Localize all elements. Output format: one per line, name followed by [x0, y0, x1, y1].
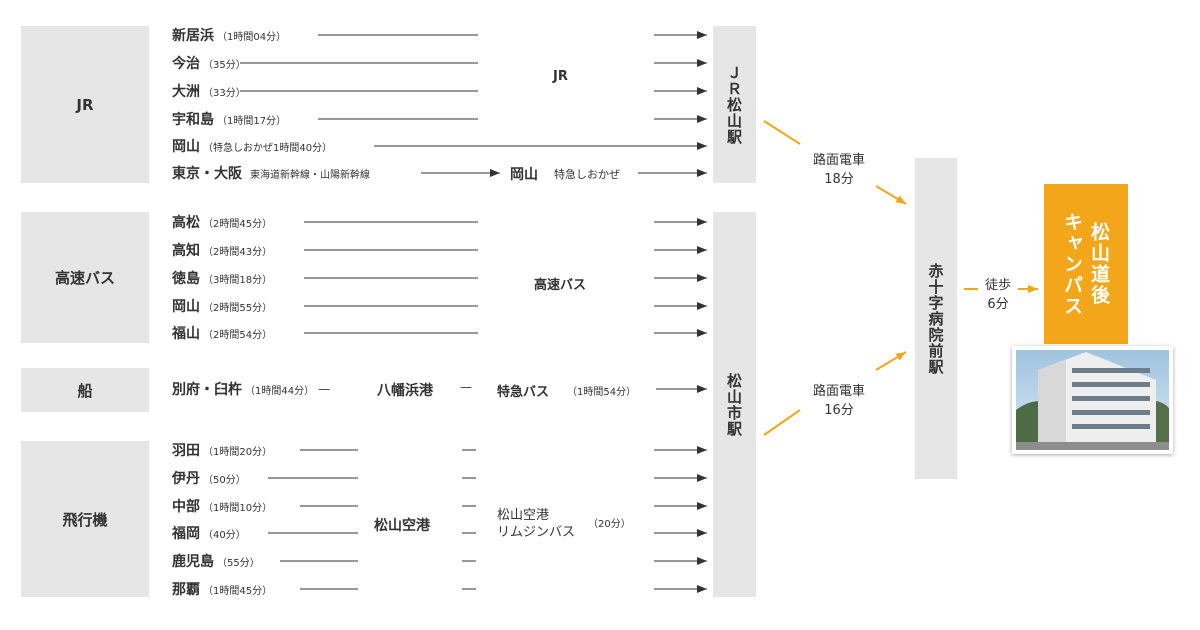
jr-row-okayama: 岡山（特急しおかぜ1時間40分）: [172, 136, 332, 156]
time-label: （1時間10分）: [203, 502, 273, 514]
walk-line1: 徒歩: [984, 278, 1011, 293]
origin-label: 宇和島: [172, 112, 214, 128]
station-jr-matsuyama: ＪＲ松山駅: [713, 26, 756, 183]
origin-label: 伊丹: [172, 471, 200, 487]
limousine-line1: 松山空港: [497, 508, 550, 523]
category-airplane-label: 飛行機: [62, 510, 108, 529]
origin-label: 徳島: [172, 271, 200, 287]
plane-row-itami: 伊丹（50分）: [172, 468, 246, 488]
origin-label: 今治: [172, 56, 200, 72]
express-bus-time-label: （1時間54分）: [567, 387, 637, 398]
category-jr-label: JR: [76, 95, 94, 114]
ship-row-beppu-usuki: 別府・臼杵 （1時間44分） —: [172, 379, 330, 399]
origin-label: 岡山: [172, 139, 200, 155]
category-airplane: 飛行機: [21, 441, 149, 597]
category-highway-bus-label: 高速バス: [54, 269, 115, 287]
origin-label: 福岡: [172, 526, 200, 542]
origin-label: 東京・大阪: [172, 166, 242, 182]
plane-row-haneda: 羽田（1時間20分）: [172, 440, 272, 460]
origin-label: 高知: [172, 243, 200, 259]
time-label: （55分）: [217, 557, 260, 569]
walk-label: 徒歩 6分: [977, 276, 1019, 314]
plane-row-fukuoka: 福岡（40分）: [172, 523, 246, 543]
campus-photo: [1012, 346, 1173, 454]
category-ship: 船: [21, 368, 149, 412]
bus-row-fukuyama: 福山（2時間54分）: [172, 323, 272, 343]
time-label: （2時間55分）: [203, 302, 273, 314]
jr-row-ozu: 大洲（33分）: [172, 81, 246, 101]
campus-building-image: [1016, 350, 1169, 450]
origin-label: 岡山: [172, 299, 200, 315]
origin-label: 別府・臼杵: [172, 382, 242, 398]
jr-row-uwajima: 宇和島（1時間17分）: [172, 109, 286, 129]
jr-row-niihama: 新居浜（1時間04分）: [172, 25, 286, 45]
limousine-bus-label: 松山空港 リムジンバス: [497, 507, 575, 541]
dash-label: —: [318, 382, 331, 396]
station-matsuyama-city-label: 松山市駅: [725, 372, 743, 437]
campus-line1: 松山道後: [1088, 222, 1110, 306]
jr-row-tokyo-osaka: 東京・大阪 東海道新幹線・山陽新幹線: [172, 163, 370, 183]
bus-row-kochi: 高知（2時間43分）: [172, 240, 272, 260]
station-matsuyama-city: 松山市駅: [713, 212, 756, 597]
campus-box: キャンパス 松山道後: [1044, 184, 1128, 344]
time-label: （50分）: [203, 474, 246, 486]
category-jr: JR: [21, 26, 149, 183]
origin-label: 福山: [172, 326, 200, 342]
limousine-time-label: （20分）: [588, 519, 631, 530]
tram-label-16: 路面電車 16分: [800, 382, 878, 420]
time-label: （特急しおかぜ1時間40分）: [203, 142, 333, 154]
jr-mode-label: JR: [553, 69, 568, 84]
time-label: （1時間17分）: [217, 115, 287, 127]
tram-line1: 路面電車: [812, 153, 865, 168]
origin-label: 大洲: [172, 84, 200, 100]
time-label: （1時間04分）: [217, 31, 287, 43]
express-bus-label: 特急バス: [497, 385, 550, 400]
transfer-okayama-label: 岡山: [510, 167, 538, 183]
time-label: （1時間20分）: [203, 446, 273, 458]
tram-label-18: 路面電車 18分: [800, 151, 878, 189]
walk-line2: 6分: [987, 297, 1009, 312]
origin-label: 新居浜: [172, 28, 214, 44]
shinkansen-label: 東海道新幹線・山陽新幹線: [250, 169, 370, 181]
category-highway-bus: 高速バス: [21, 212, 149, 343]
limousine-line2: リムジンバス: [497, 525, 576, 540]
yawatahama-port-label: 八幡浜港: [377, 383, 433, 399]
bus-row-okayama: 岡山（2時間55分）: [172, 296, 272, 316]
time-label: （35分）: [203, 59, 246, 71]
bus-row-tokushima: 徳島（3時間18分）: [172, 268, 272, 288]
time-label: （40分）: [203, 529, 246, 541]
matsuyama-airport-label: 松山空港: [374, 518, 430, 534]
station-sekijuji-byoin-mae: 赤十字病院前駅: [915, 158, 957, 479]
plane-row-naha: 那覇（1時間45分）: [172, 579, 272, 599]
time-label: （2時間54分）: [203, 329, 273, 341]
time-label: （33分）: [203, 87, 246, 99]
origin-label: 羽田: [172, 443, 200, 459]
origin-label: 高松: [172, 215, 200, 231]
station-sekijuji-label: 赤十字病院前駅: [926, 262, 945, 375]
tram-line2: 16分: [824, 403, 854, 418]
time-label: （1時間44分）: [245, 385, 315, 397]
plane-row-chubu: 中部（1時間10分）: [172, 496, 272, 516]
dash-label-2: —: [460, 380, 472, 394]
origin-label: 鹿児島: [172, 554, 214, 570]
time-label: （2時間45分）: [203, 218, 273, 230]
plane-row-kagoshima: 鹿児島（55分）: [172, 551, 260, 571]
time-label: （1時間45分）: [203, 585, 273, 597]
origin-label: 中部: [172, 499, 200, 515]
origin-label: 那覇: [172, 582, 200, 598]
shiokaze-label: 特急しおかぜ: [554, 168, 620, 181]
station-jr-matsuyama-label: ＪＲ松山駅: [725, 64, 743, 145]
tram-line1: 路面電車: [812, 384, 865, 399]
time-label: （2時間43分）: [203, 246, 273, 258]
bus-mode-label: 高速バス: [534, 278, 587, 293]
time-label: （3時間18分）: [203, 274, 273, 286]
tram-line2: 18分: [824, 172, 854, 187]
jr-row-imabari: 今治（35分）: [172, 53, 246, 73]
category-ship-label: 船: [77, 381, 93, 400]
bus-row-takamatsu: 高松（2時間45分）: [172, 212, 272, 232]
campus-line2: キャンパス: [1061, 211, 1083, 317]
